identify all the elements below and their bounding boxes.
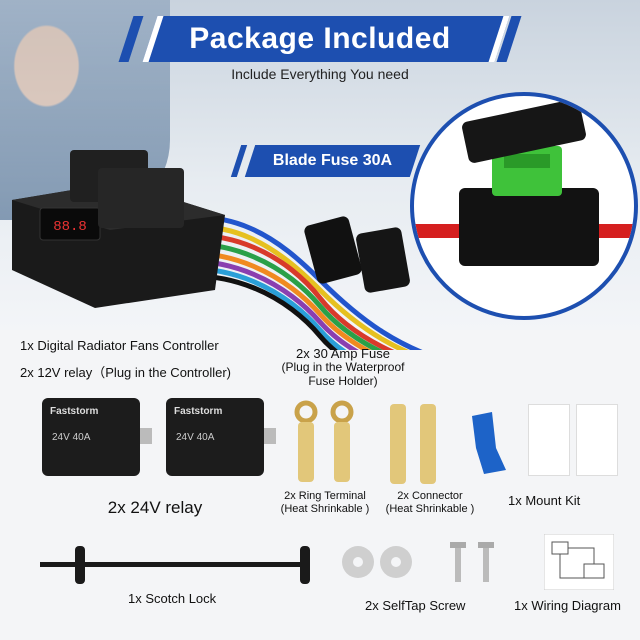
blade-fuse-image — [414, 99, 634, 266]
controller-label: 1x Digital Radiator Fans Controller — [20, 338, 219, 353]
amp-fuse-label-3: Fuse Holder) — [308, 374, 378, 388]
scotch-lock-label: 1x Scotch Lock — [128, 591, 217, 606]
title-banner: Package Included — [118, 16, 522, 62]
controller-display: 88.8 — [53, 219, 87, 235]
mount-pad-2 — [576, 404, 618, 476]
relay-rating: 24V 40A — [176, 432, 215, 443]
blue-tap-image — [472, 412, 506, 474]
screws-image — [342, 542, 494, 582]
relay-brand: Faststorm — [50, 406, 99, 417]
relay24-label: 2x 24V relay — [107, 498, 203, 517]
relay12-label: 2x 12V relay（Plug in the Controller) — [20, 365, 231, 380]
relay-24v-1: Faststorm 24V 40A — [42, 398, 152, 476]
background-bottom — [0, 330, 640, 640]
ring-terminal-label-2: (Heat Shrinkable ) — [280, 503, 370, 515]
mount-kit-label: 1x Mount Kit — [508, 493, 581, 508]
relay-rating: 24V 40A — [52, 432, 91, 443]
blade-fuse-text: Blade Fuse 30A — [272, 152, 393, 169]
amp-fuse-label-1: 2x 30 Amp Fuse — [296, 346, 390, 361]
page-title: Package Included — [189, 22, 451, 55]
page-subtitle: Include Everything You need — [231, 66, 409, 82]
terminals-image — [294, 400, 436, 484]
relay-24v-2: Faststorm 24V 40A — [166, 398, 276, 476]
amp-fuse-label-2: (Plug in the Waterproof — [281, 360, 405, 374]
blade-fuse-zoom — [410, 92, 638, 320]
scotch-lock-image — [40, 546, 310, 584]
selftap-screw-label: 2x SelfTap Screw — [365, 598, 466, 613]
connector-label-2: (Heat Shrinkable ) — [385, 503, 475, 515]
relay-brand: Faststorm — [174, 406, 223, 417]
blade-fuse-label: Blade Fuse 30A — [230, 145, 421, 177]
wiring-diagram-label: 1x Wiring Diagram — [514, 598, 621, 613]
ring-terminal-label-1: 2x Ring Terminal — [284, 490, 366, 502]
mount-pad-1 — [528, 404, 570, 476]
wiring-diagram-image — [544, 534, 614, 590]
controller-illustration: 88.8 — [12, 150, 423, 350]
connector-label-1: 2x Connector — [397, 490, 463, 502]
